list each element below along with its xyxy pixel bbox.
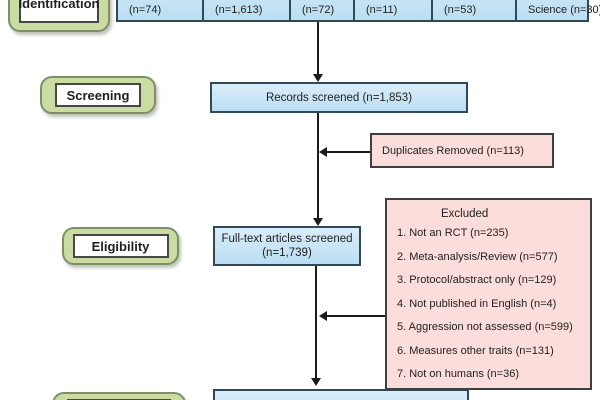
excluded-item-6: 6. Measures other traits (n=131) <box>397 344 554 357</box>
database-box-1: (n=74) <box>116 0 204 22</box>
database-box-4: (n=11) <box>353 0 433 22</box>
database-box-web-of-science: Science (n=30) <box>515 0 600 22</box>
excluded-item-5: 5. Aggression not assessed (n=599) <box>397 321 573 333</box>
included-box-partial <box>213 389 469 400</box>
arrow-down-into-included-icon <box>311 378 321 386</box>
stage-label-eligibility: Eligibility <box>62 227 179 265</box>
flow-line-excluded <box>327 315 385 317</box>
database-box-web-of-science-count: Science (n=30) <box>528 4 600 16</box>
stage-label-identification: Identification <box>8 0 110 32</box>
flow-line-top-to-records <box>317 22 319 75</box>
excluded-item-2: 2. Meta-analysis/Review (n=577) <box>397 250 558 263</box>
stage-label-included-partial <box>52 392 186 400</box>
database-box-3: (n=72) <box>289 0 355 22</box>
stage-label-screening-text: Screening <box>55 83 141 107</box>
database-box-4-count: (n=11) <box>366 4 398 16</box>
stage-label-screening: Screening <box>40 76 156 114</box>
excluded-item-3: 3. Protocol/abstract only (n=129) <box>397 274 557 286</box>
full-text-screened-line2: (n=1,739) <box>262 247 312 259</box>
arrow-down-into-fulltext-icon <box>313 218 323 226</box>
stage-label-identification-text: Identification <box>19 0 99 23</box>
full-text-screened-box: Full-text articles screened (n=1,739) <box>213 226 361 266</box>
excluded-box: Excluded 1. Not an RCT (n=235) 2. Meta-a… <box>385 198 592 390</box>
database-box-3-count: (n=72) <box>302 4 335 16</box>
duplicates-removed-text: Duplicates Removed (n=113) <box>382 144 524 157</box>
database-box-2-count: (n=1,613) <box>215 4 263 16</box>
records-screened-box: Records screened (n=1,853) <box>210 82 468 113</box>
stage-label-eligibility-text: Eligibility <box>72 234 169 258</box>
database-box-2: (n=1,613) <box>202 0 291 22</box>
flow-line-fulltext-to-included <box>315 266 317 379</box>
arrow-left-duplicates-icon <box>319 147 327 157</box>
arrow-down-into-records-icon <box>313 74 323 82</box>
flow-line-duplicates <box>327 151 370 153</box>
full-text-screened-line1: Full-text articles screened <box>221 233 353 245</box>
records-screened-text: Records screened (n=1,853) <box>265 91 413 104</box>
database-box-medline: Medline (n=53) <box>431 0 517 22</box>
excluded-item-1: 1. Not an RCT (n=235) <box>397 227 509 239</box>
database-box-medline-count: (n=53) <box>444 4 477 16</box>
arrow-left-excluded-icon <box>319 311 327 321</box>
flow-line-records-to-fulltext <box>317 113 319 219</box>
excluded-item-4: 4. Not published in English (n=4) <box>397 297 557 310</box>
database-box-1-count: (n=74) <box>129 4 162 16</box>
excluded-title: Excluded <box>441 208 489 220</box>
database-box-medline-name: Medline <box>444 0 512 3</box>
duplicates-removed-box: Duplicates Removed (n=113) <box>370 133 554 168</box>
excluded-item-7: 7. Not on humans (n=36) <box>397 368 519 380</box>
